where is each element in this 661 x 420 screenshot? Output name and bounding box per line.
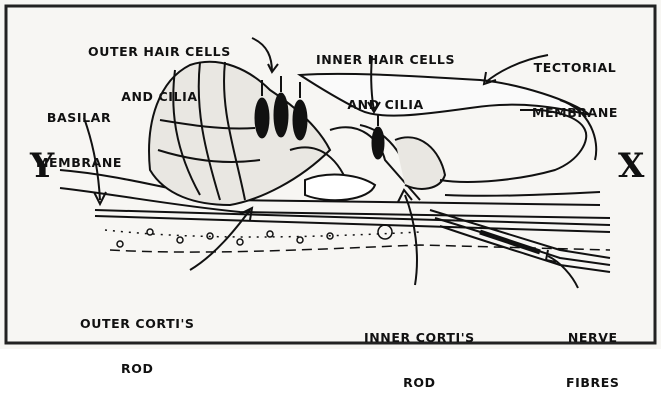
label-nerve-fibres-line2: FIBRES [566, 375, 619, 390]
label-inner-hair-cells-line2: AND CILIA [316, 97, 455, 112]
label-inner-hair-cells: INNER HAIR CELLS AND CILIA [316, 22, 455, 142]
organ-of-corti-diagram: OUTER HAIR CELLS AND CILIA INNER HAIR CE… [0, 0, 661, 349]
nerve-fibre-bundle [430, 210, 610, 272]
label-inner-cortis-rod: INNER CORTI'S ROD [364, 300, 475, 420]
label-outer-hair-cells-line1: OUTER HAIR CELLS [88, 44, 231, 59]
leader-inner-cortis-rod [405, 195, 417, 285]
outer-hair-cells [255, 76, 307, 140]
label-outer-cortis-rod-line2: ROD [80, 361, 195, 376]
label-tectorial-membrane-line1: TECTORIAL [532, 60, 618, 75]
label-outer-cortis-rod-line1: OUTER CORTI'S [80, 316, 195, 331]
label-nerve-fibres: NERVE FIBRES [566, 300, 619, 420]
label-inner-cortis-rod-line1: INNER CORTI'S [364, 330, 475, 345]
label-inner-cortis-rod-line2: ROD [364, 375, 475, 390]
label-inner-hair-cells-line1: INNER HAIR CELLS [316, 52, 455, 67]
label-basilar-membrane-line1: BASILAR [36, 110, 122, 125]
marker-x: X [618, 146, 644, 186]
label-nerve-fibres-line1: NERVE [566, 330, 619, 345]
label-tectorial-membrane-line2: MEMBRANE [532, 105, 618, 120]
label-outer-cortis-rod: OUTER CORTI'S ROD [80, 286, 195, 406]
label-tectorial-membrane: TECTORIAL MEMBRANE [532, 30, 618, 150]
marker-y: Y [30, 146, 54, 186]
